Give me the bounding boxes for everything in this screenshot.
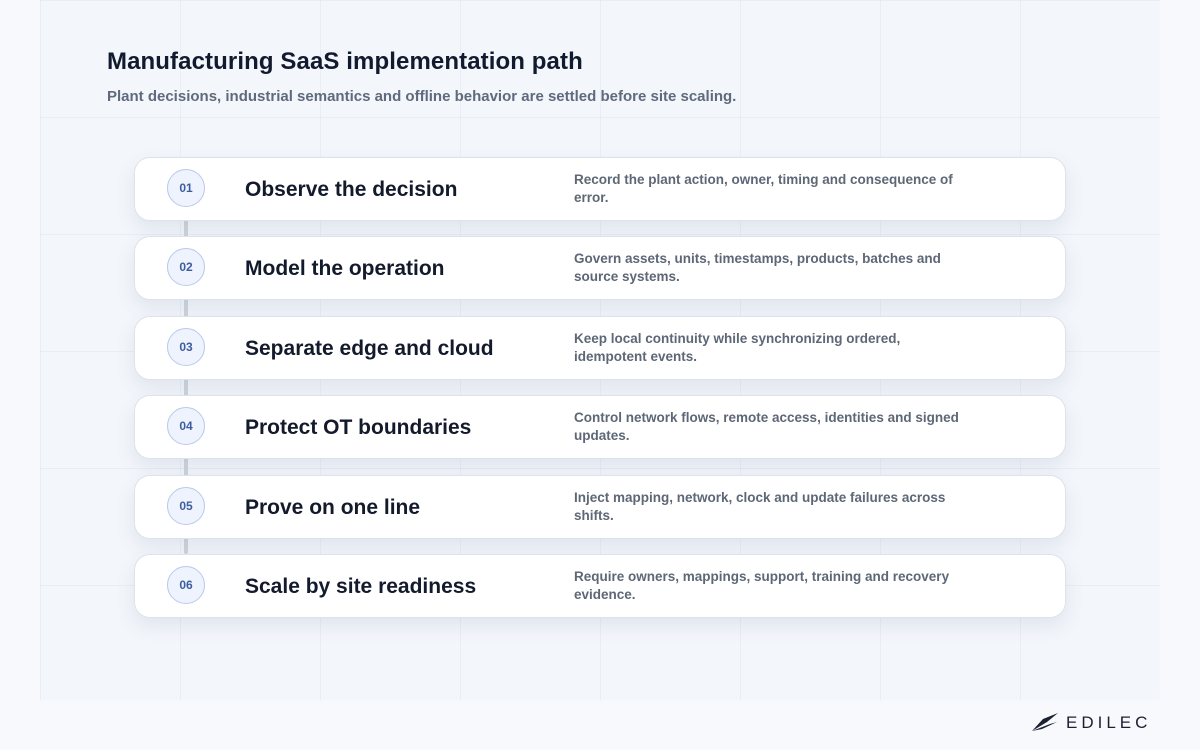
step-description: Keep local continuity while synchronizin…	[574, 331, 901, 364]
step-description: Inject mapping, network, clock and updat…	[574, 490, 946, 523]
step-title: Observe the decision	[245, 178, 458, 201]
step-card-2: 02 Model the operation Govern assets, un…	[134, 236, 1066, 300]
step-description: Record the plant action, owner, timing a…	[574, 172, 953, 205]
step-title: Scale by site readiness	[245, 575, 477, 598]
step-title: Separate edge and cloud	[245, 337, 494, 360]
brand-name: EDILEC	[1066, 713, 1152, 732]
brand-logo: EDILEC	[1030, 710, 1151, 736]
edilec-wing-logo-icon	[1030, 710, 1060, 737]
step-number-badge: 04	[167, 407, 205, 445]
page-subtitle: Plant decisions, industrial semantics an…	[107, 88, 737, 105]
step-card-6: 06 Scale by site readiness Require owner…	[134, 554, 1066, 618]
step-card-1: 01 Observe the decision Record the plant…	[134, 157, 1066, 221]
step-card-5: 05 Prove on one line Inject mapping, net…	[134, 475, 1066, 539]
step-number-badge: 05	[167, 487, 205, 525]
step-description: Govern assets, units, timestamps, produc…	[574, 251, 941, 284]
step-title: Prove on one line	[245, 496, 421, 519]
step-description: Control network flows, remote access, id…	[574, 410, 959, 443]
step-number-badge: 06	[167, 566, 205, 604]
step-card-3: 03 Separate edge and cloud Keep local co…	[134, 316, 1066, 380]
step-title: Protect OT boundaries	[245, 416, 472, 439]
step-title: Model the operation	[245, 257, 445, 280]
step-number-badge: 02	[167, 248, 205, 286]
step-number-badge: 03	[167, 328, 205, 366]
page-title: Manufacturing SaaS implementation path	[107, 48, 583, 75]
step-description: Require owners, mappings, support, train…	[574, 569, 950, 602]
step-number-badge: 01	[167, 169, 205, 207]
step-connector-line	[184, 220, 188, 554]
step-card-4: 04 Protect OT boundaries Control network…	[134, 395, 1066, 459]
